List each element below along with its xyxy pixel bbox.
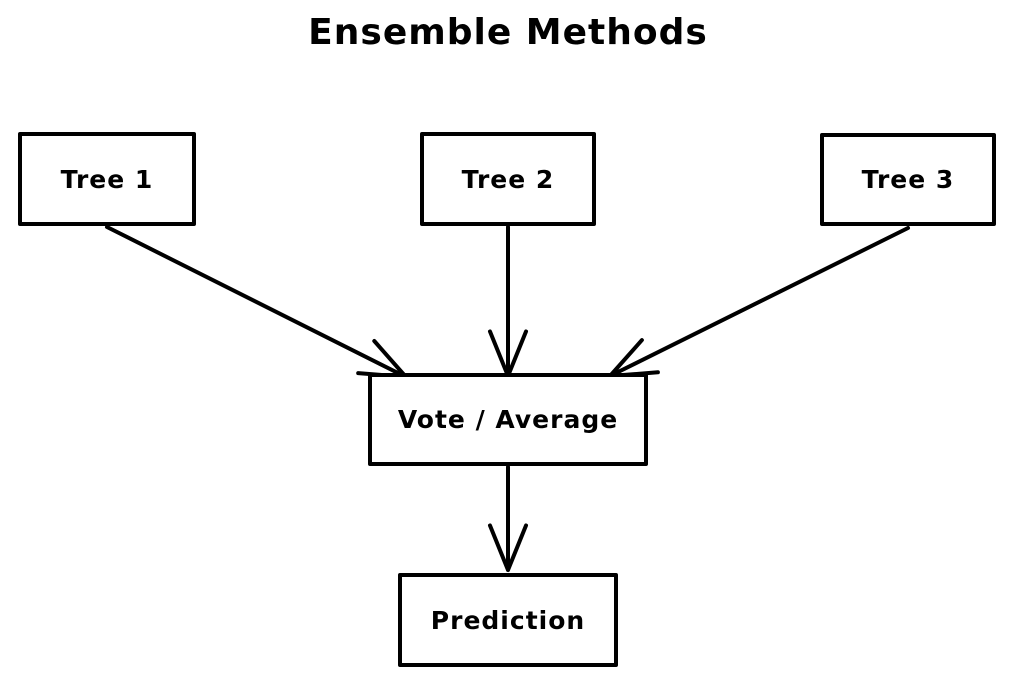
node-tree-2: Tree 2 [420, 132, 596, 226]
node-prediction: Prediction [398, 573, 618, 667]
node-tree-3-label: Tree 3 [861, 165, 955, 194]
node-vote-average-label: Vote / Average [397, 405, 619, 434]
node-tree-1-label: Tree 1 [60, 164, 154, 194]
node-prediction-label: Prediction [430, 605, 586, 635]
node-tree-3: Tree 3 [820, 133, 996, 226]
node-tree-2-label: Tree 2 [461, 164, 555, 194]
arrow-tree3-to-vote [608, 226, 910, 378]
arrow-vote-to-prediction [488, 465, 528, 572]
arrow-tree2-to-vote [488, 225, 528, 378]
diagram-title: Ensemble Methods [308, 12, 708, 53]
node-tree-1: Tree 1 [18, 132, 196, 226]
node-vote-average: Vote / Average [368, 373, 648, 466]
arrow-tree1-to-vote [105, 225, 408, 379]
